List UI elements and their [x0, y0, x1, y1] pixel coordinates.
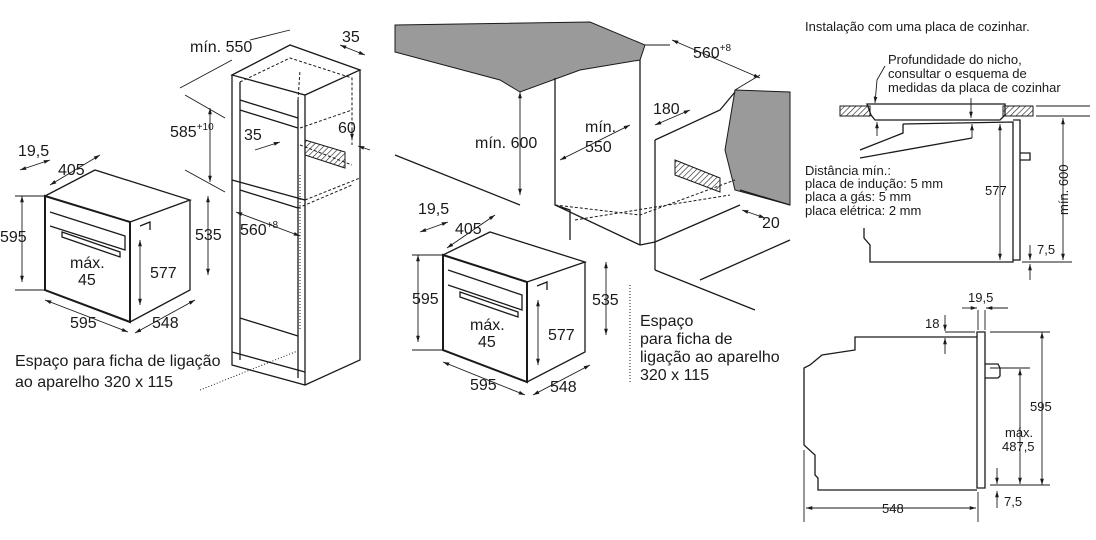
- distance-electric: placa elétrica: 2 mm: [805, 203, 921, 218]
- dim-oven-depth: 548: [550, 379, 577, 396]
- dim-max-label: máx.: [470, 317, 505, 334]
- middle-view: 560+8 mín. 600 mín. 550 180 20 19,5 405 …: [394, 21, 791, 396]
- left-view: mín. 550 35 585+10 35 60 560+8 19,5 405 …: [0, 29, 371, 391]
- dim-front-depth: 405: [58, 162, 85, 179]
- dim-inner-height: 577: [548, 327, 575, 344]
- dim-max-value: 45: [78, 272, 96, 289]
- dim-max-label: máx.: [1005, 425, 1033, 440]
- dim-niche-width: 560+8: [693, 43, 732, 62]
- dim-body-height: 535: [592, 292, 619, 309]
- section-title: Instalação com uma placa de cozinhar.: [805, 19, 1030, 34]
- countertop: [394, 21, 646, 93]
- dim-min-depth-label: mín.: [585, 119, 616, 136]
- dim-max-label: máx.: [70, 255, 105, 272]
- dim-front-thickness: 19,5: [418, 201, 449, 218]
- dim-oven-height: 595: [412, 291, 439, 308]
- depth-note-line1: Profundidade do nicho,: [888, 52, 1022, 67]
- socket-note-line4: 320 x 115: [640, 367, 709, 384]
- depth-note-line2: consultar o esquema de: [888, 66, 1027, 81]
- dim-top-gap: 18: [925, 316, 939, 331]
- dim-height: 577: [985, 183, 1007, 198]
- dim-oven-width: 595: [70, 315, 97, 332]
- dim-bottom-gap: 7,5: [1037, 242, 1055, 257]
- dim-front-depth: 405: [455, 221, 482, 238]
- right-bottom-view: 19,5 18 595 máx. 487,5 7,5 548: [803, 290, 1052, 522]
- dim-front-thickness: 19,5: [18, 143, 49, 160]
- dim-vent-height: 60: [338, 120, 356, 137]
- dim-body-height: 535: [195, 227, 222, 244]
- dim-front-thickness: 19,5: [968, 290, 993, 305]
- dim-vent-depth: 35: [244, 127, 262, 144]
- dim-height: 595: [1030, 399, 1052, 414]
- dim-top-gap: 35: [342, 29, 360, 46]
- dim-niche-depth: mín. 550: [190, 39, 252, 56]
- tall-cabinet: [230, 44, 362, 386]
- depth-note-line3: medidas da placa de cozinhar: [888, 80, 1061, 95]
- socket-note-line1: Espaço: [640, 313, 693, 330]
- socket-note-line2: ao aparelho 320 x 115: [15, 374, 173, 391]
- middle-oven: [442, 231, 588, 384]
- dim-oven-depth: 548: [152, 315, 179, 332]
- right-top-view: Instalação com uma placa de cozinhar. Pr…: [805, 19, 1090, 280]
- socket-note-line3: ligação ao aparelho: [640, 349, 780, 366]
- dim-depth: 548: [882, 501, 904, 516]
- dim-inner-height: 577: [150, 265, 177, 282]
- dim-oven-width: 595: [470, 377, 497, 394]
- dim-niche-height: 585+10: [170, 122, 214, 141]
- socket-note-line2: para ficha de: [640, 331, 733, 348]
- dim-max-value: 487,5: [1002, 439, 1035, 454]
- dim-oven-height: 595: [0, 229, 27, 246]
- dim-vent-gap: 20: [762, 215, 780, 232]
- dim-min-height: mín. 600: [1056, 164, 1071, 215]
- dim-bottom-gap: 7,5: [1004, 494, 1022, 509]
- dim-min-height: mín. 600: [475, 135, 537, 152]
- distance-gas: placa a gás: 5 mm: [805, 189, 911, 204]
- distance-induction: placa de indução: 5 mm: [805, 176, 943, 191]
- dim-niche-width: 560+8: [240, 220, 279, 239]
- dim-vent-width: 180: [653, 101, 680, 118]
- dim-min-depth-value: 550: [585, 139, 612, 156]
- dim-max-value: 45: [478, 334, 496, 351]
- distance-title: Distância mín.:: [805, 163, 891, 178]
- socket-note-line1: Espaço para ficha de ligação: [15, 353, 221, 370]
- left-oven: [44, 169, 193, 324]
